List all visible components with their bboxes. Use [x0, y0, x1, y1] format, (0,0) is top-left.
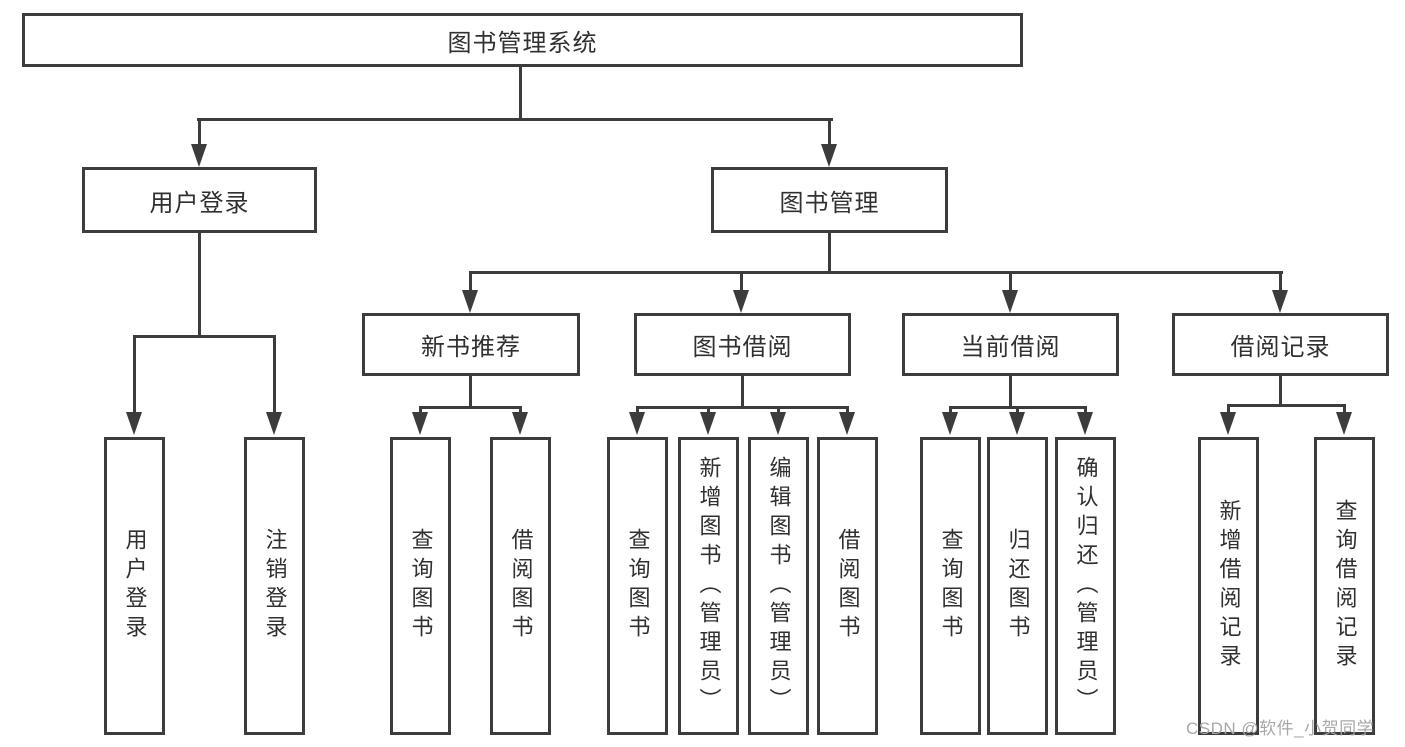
- arrowhead-icon: [942, 412, 958, 435]
- leaf-label: 新增借阅记录: [1216, 499, 1242, 673]
- node-book-borrowing: 图书借阅: [634, 313, 851, 376]
- leaf-label: 新增图书（管理员）: [696, 455, 722, 717]
- connector-line: [198, 118, 201, 148]
- arrowhead-icon: [266, 412, 282, 435]
- connector-line: [519, 406, 522, 416]
- leaf-borrow-books-2: 借阅图书: [817, 437, 878, 735]
- node-label: 图书管理: [779, 189, 880, 217]
- leaf-borrow-books-1: 借阅图书: [490, 437, 551, 735]
- arrowhead-icon: [733, 290, 749, 313]
- leaf-query-books-3: 查询图书: [920, 437, 981, 735]
- arrowhead-icon: [1009, 412, 1025, 435]
- connector-line: [1227, 404, 1230, 416]
- arrowhead-icon: [700, 412, 716, 435]
- connector-line: [636, 406, 849, 409]
- connector-line: [777, 406, 780, 416]
- leaf-label: 查询图书: [408, 528, 434, 644]
- connector-line: [1279, 271, 1282, 293]
- arrowhead-icon: [1336, 412, 1352, 435]
- node-label: 借阅记录: [1230, 334, 1331, 361]
- arrowhead-icon: [821, 144, 837, 167]
- leaf-query-borrow-record: 查询借阅记录: [1314, 437, 1375, 735]
- node-label: 新书推荐: [421, 334, 521, 361]
- node-label: 图书管理系统: [447, 29, 598, 57]
- connector-line: [419, 406, 522, 409]
- connector-line: [1016, 406, 1019, 416]
- leaf-label: 确认归还（管理员）: [1073, 455, 1099, 717]
- arrowhead-icon: [462, 290, 478, 313]
- node-label: 图书借阅: [692, 334, 793, 361]
- node-label: 当前借阅: [960, 334, 1061, 361]
- node-new-book-recommendation: 新书推荐: [362, 313, 580, 376]
- leaf-label: 查询图书: [938, 528, 964, 644]
- leaf-label: 查询图书: [625, 528, 651, 644]
- leaf-edit-books-admin: 编辑图书（管理员）: [748, 437, 809, 735]
- node-book-management: 图书管理: [711, 167, 948, 233]
- node-label: 用户登录: [149, 189, 250, 217]
- connector-line: [197, 118, 833, 121]
- connector-line: [133, 335, 276, 338]
- connector-line: [1009, 271, 1012, 293]
- arrowhead-icon: [1002, 290, 1018, 313]
- connector-line: [1009, 376, 1012, 409]
- node-current-borrowing: 当前借阅: [902, 313, 1119, 376]
- leaf-add-borrow-record: 新增借阅记录: [1198, 437, 1259, 735]
- arrowhead-icon: [1272, 290, 1288, 313]
- arrowhead-icon: [412, 412, 428, 435]
- leaf-label: 归还图书: [1005, 528, 1031, 644]
- connector-line: [273, 335, 276, 415]
- connector-line: [469, 376, 472, 409]
- connector-line: [1227, 404, 1346, 407]
- connector-line: [1084, 406, 1087, 416]
- connector-line: [419, 406, 422, 416]
- connector-line: [469, 271, 472, 293]
- arrowhead-icon: [839, 412, 855, 435]
- connector-line: [846, 406, 849, 416]
- connector-line: [469, 271, 1283, 274]
- leaf-add-books-admin: 新增图书（管理员）: [678, 437, 739, 735]
- arrowhead-icon: [126, 412, 142, 435]
- leaf-user-login: 用户登录: [104, 437, 165, 735]
- connector-line: [198, 233, 201, 338]
- connector-line: [133, 335, 136, 415]
- arrowhead-icon: [770, 412, 786, 435]
- arrowhead-icon: [1077, 412, 1093, 435]
- arrowhead-icon: [629, 412, 645, 435]
- node-user-login: 用户登录: [82, 167, 317, 233]
- connector-line: [828, 233, 831, 274]
- connector-line: [519, 67, 522, 120]
- leaf-label: 查询借阅记录: [1332, 499, 1358, 673]
- connector-line: [707, 406, 710, 416]
- leaf-query-books-2: 查询图书: [607, 437, 668, 735]
- csdn-watermark: CSDN @软件_小贺同学: [1186, 719, 1375, 738]
- connector-line: [740, 271, 743, 293]
- leaf-label: 用户登录: [122, 528, 148, 644]
- leaf-label: 编辑图书（管理员）: [766, 455, 792, 717]
- connector-line: [1279, 376, 1282, 407]
- leaf-confirm-return-admin: 确认归还（管理员）: [1055, 437, 1116, 735]
- leaf-query-books-1: 查询图书: [390, 437, 451, 735]
- leaf-label: 注销登录: [262, 528, 288, 644]
- connector-line: [741, 376, 744, 409]
- leaf-logout: 注销登录: [244, 437, 305, 735]
- leaf-label: 借阅图书: [835, 528, 861, 644]
- connector-line: [949, 406, 952, 416]
- connector-line: [636, 406, 639, 416]
- node-borrowing-records: 借阅记录: [1172, 313, 1389, 376]
- arrowhead-icon: [191, 144, 207, 167]
- leaf-label: 借阅图书: [508, 528, 534, 644]
- arrowhead-icon: [512, 412, 528, 435]
- connector-line: [1343, 404, 1346, 416]
- arrowhead-icon: [1220, 412, 1236, 435]
- node-system-root: 图书管理系统: [22, 13, 1023, 67]
- connector-line: [828, 118, 831, 148]
- leaf-return-books: 归还图书: [987, 437, 1048, 735]
